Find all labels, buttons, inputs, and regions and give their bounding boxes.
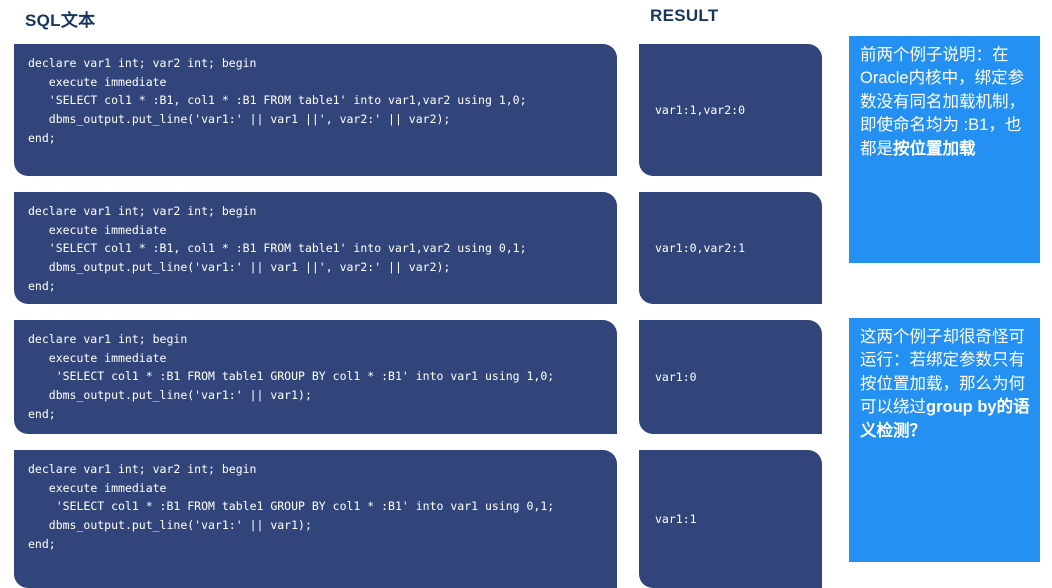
result-card: var1:1,var2:0 xyxy=(639,44,822,176)
result-value: var1:1,var2:0 xyxy=(655,103,746,117)
result-column-header: RESULT xyxy=(650,6,719,25)
annotation-note-emphasis: group by的语义检测？ xyxy=(860,398,1030,440)
result-card: var1:0,var2:1 xyxy=(639,192,822,304)
sql-column-header: SQL文本 xyxy=(25,11,96,30)
result-value: var1:0 xyxy=(655,370,697,384)
result-card: var1:0 xyxy=(639,320,822,434)
result-value: var1:0,var2:1 xyxy=(655,241,746,255)
annotation-note: 前两个例子说明：在Oracle内核中，绑定参数没有同名加载机制，即使命名均为 :… xyxy=(849,36,1040,263)
sql-code-card: declare var1 int; begin execute immediat… xyxy=(14,320,617,434)
result-value: var1:1 xyxy=(655,512,697,526)
annotation-note-emphasis: 按位置加载 xyxy=(893,139,976,158)
annotation-note: 这两个例子却很奇怪可运行：若绑定参数只有按位置加载，那么为何可以绕过group … xyxy=(849,318,1040,562)
annotation-note-lead: 这两个例子却很奇怪可运行：若绑定参数只有按位置加载，那么为何可以绕过 xyxy=(860,328,1025,417)
result-card: var1:1 xyxy=(639,450,822,588)
sql-code-card: declare var1 int; var2 int; begin execut… xyxy=(14,192,617,304)
sql-code-card: declare var1 int; var2 int; begin execut… xyxy=(14,44,617,176)
sql-code-card: declare var1 int; var2 int; begin execut… xyxy=(14,450,617,588)
annotation-note-lead: 前两个例子说明：在Oracle内核中，绑定参数没有同名加载机制，即使命名均为 :… xyxy=(860,46,1025,158)
